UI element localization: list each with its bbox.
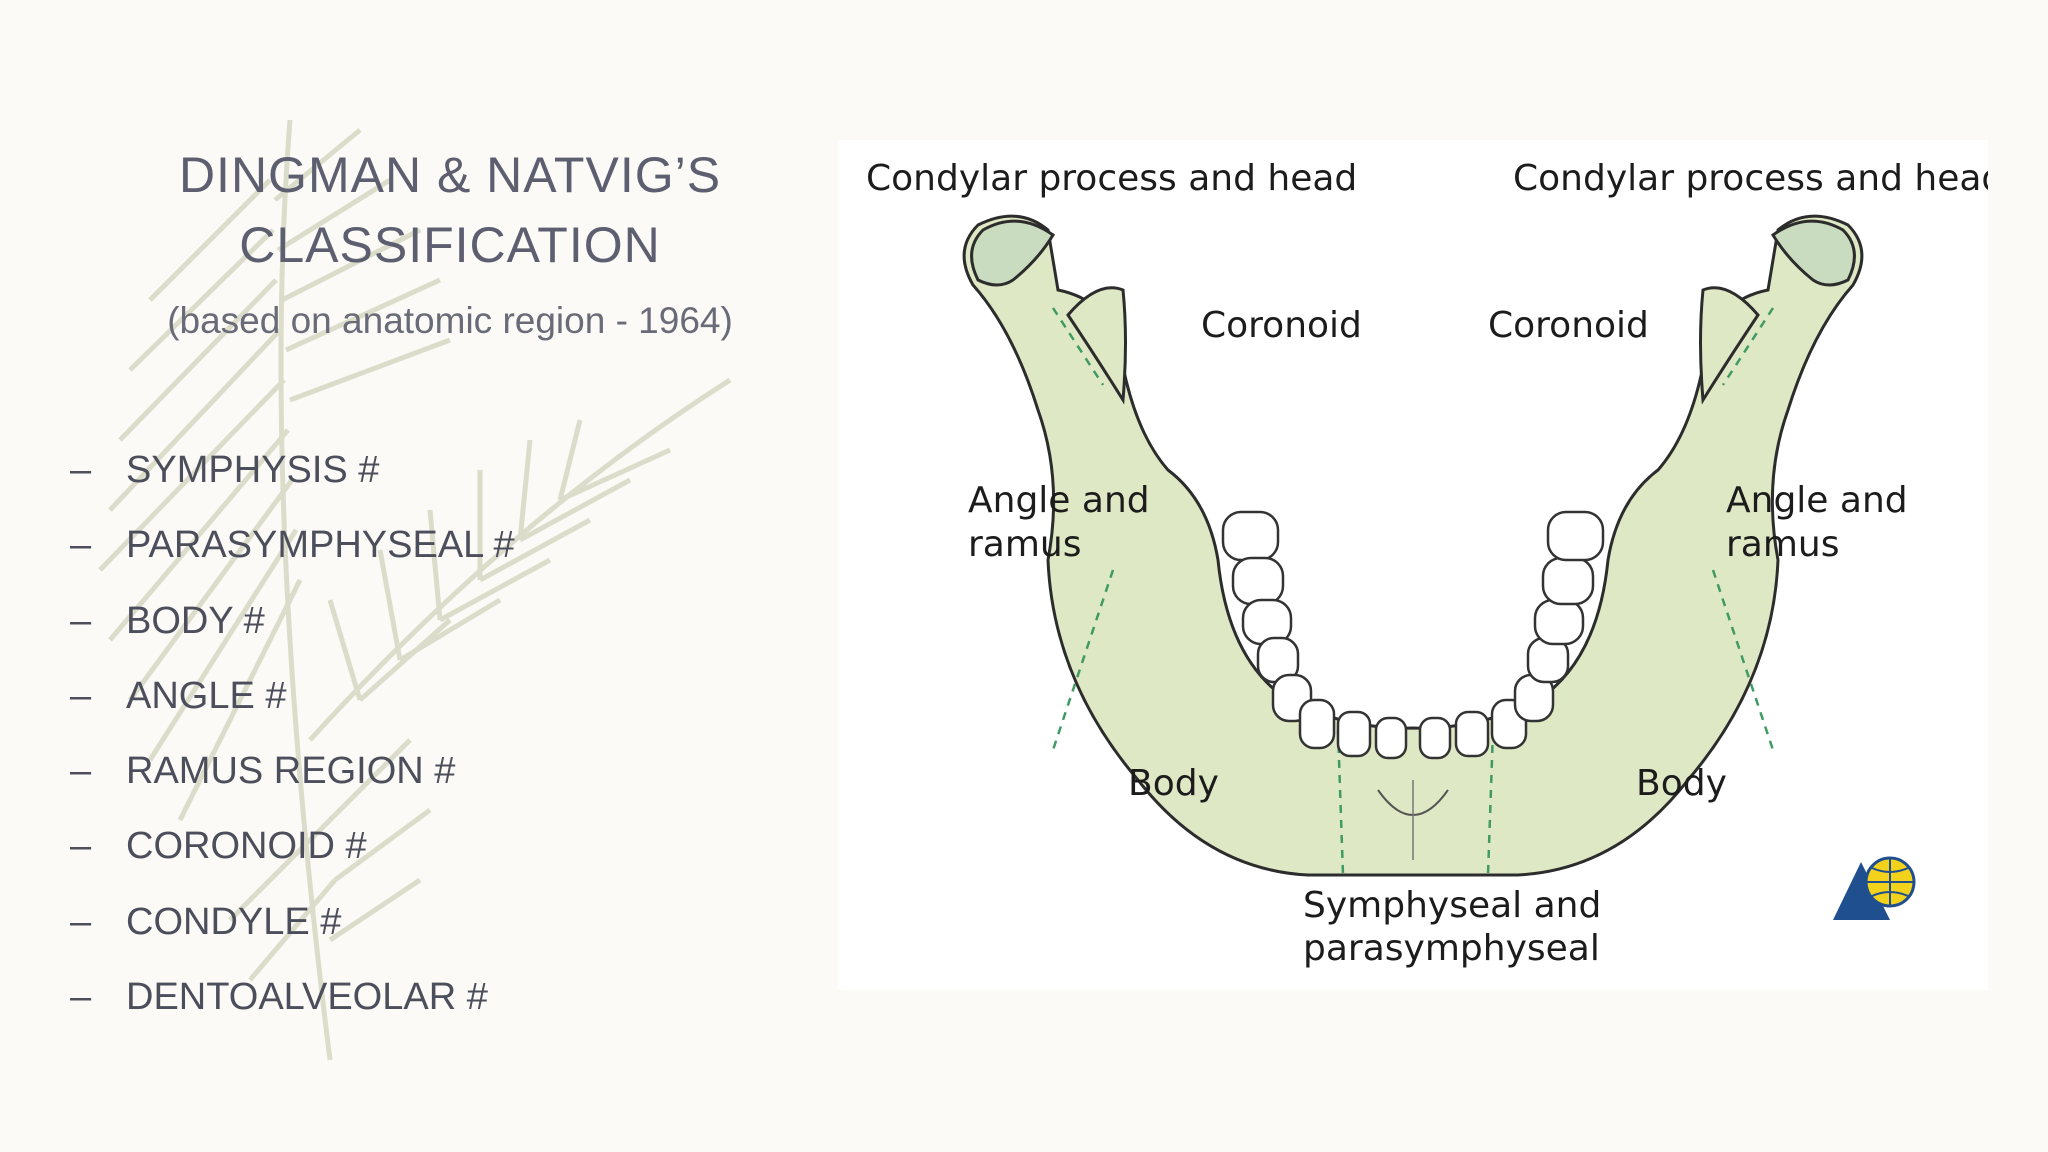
list-dash: –	[70, 976, 92, 1019]
list-dash: –	[70, 900, 92, 943]
list-item-label: BODY #	[126, 599, 265, 642]
list-item: –SYMPHYSIS #	[70, 445, 515, 520]
publisher-logo-icon	[1833, 856, 1916, 920]
label-angle-right-1: Angle and	[1726, 480, 1908, 521]
list-dash: –	[70, 825, 92, 868]
list-dash: –	[70, 449, 92, 491]
list-item: –PARASYMPHYSEAL #	[70, 520, 515, 595]
label-body-left: Body	[1128, 763, 1219, 804]
label-condylar-left: Condylar process and head	[866, 158, 1357, 199]
label-symphyseal-2: parasymphyseal	[1303, 928, 1600, 969]
list-item-label: SYMPHYSIS #	[126, 449, 380, 491]
mandible-bone	[962, 214, 1864, 877]
slide-title: DINGMAN & NATVIG’S CLASSIFICATION	[140, 140, 760, 280]
label-body-right: Body	[1636, 763, 1727, 804]
list-item: –CORONOID #	[70, 821, 515, 896]
list-item-label: CONDYLE #	[126, 900, 342, 943]
coronoid-left	[1066, 286, 1127, 405]
label-coronoid-left: Coronoid	[1201, 305, 1362, 346]
fern-decoration-icon	[98, 120, 732, 1061]
classification-list: –SYMPHYSIS # –PARASYMPHYSEAL # –BODY # –…	[70, 445, 515, 1047]
list-item-label: CORONOID #	[126, 825, 367, 868]
condyle-head-left	[970, 219, 1055, 287]
label-symphyseal-1: Symphyseal and	[1303, 885, 1601, 926]
list-item-label: DENTOALVEOLAR #	[126, 976, 488, 1019]
list-dash: –	[70, 599, 92, 642]
list-dash: –	[70, 750, 92, 793]
list-item: –BODY #	[70, 596, 515, 671]
title-line-2: CLASSIFICATION	[239, 217, 661, 273]
label-angle-left-2: ramus	[968, 524, 1082, 565]
slide-subtitle: (based on anatomic region - 1964)	[167, 300, 733, 341]
condyle-head-right	[1771, 219, 1856, 287]
list-item: –RAMUS REGION #	[70, 746, 515, 821]
mandible-diagram: Condylar process and head Condylar proce…	[838, 140, 1988, 990]
list-item-label: PARASYMPHYSEAL #	[126, 524, 515, 567]
label-angle-right-2: ramus	[1726, 524, 1840, 565]
label-angle-left-1: Angle and	[968, 480, 1150, 521]
label-condylar-right: Condylar process and head	[1513, 158, 1988, 199]
list-item: –ANGLE #	[70, 671, 515, 746]
title-line-1: DINGMAN & NATVIG’S	[178, 147, 722, 203]
list-dash: –	[70, 524, 92, 567]
coronoid-right	[1699, 286, 1760, 405]
list-item: –DENTOALVEOLAR #	[70, 972, 515, 1047]
label-coronoid-right: Coronoid	[1488, 305, 1649, 346]
region-lines	[1051, 307, 1775, 876]
teeth	[1221, 510, 1605, 760]
list-dash: –	[70, 674, 92, 717]
list-item-label: ANGLE #	[126, 674, 287, 717]
mandible-illustration: Condylar process and head Condylar proce…	[866, 158, 1988, 969]
list-item: –CONDYLE #	[70, 897, 515, 972]
list-item-label: RAMUS REGION #	[126, 750, 456, 793]
